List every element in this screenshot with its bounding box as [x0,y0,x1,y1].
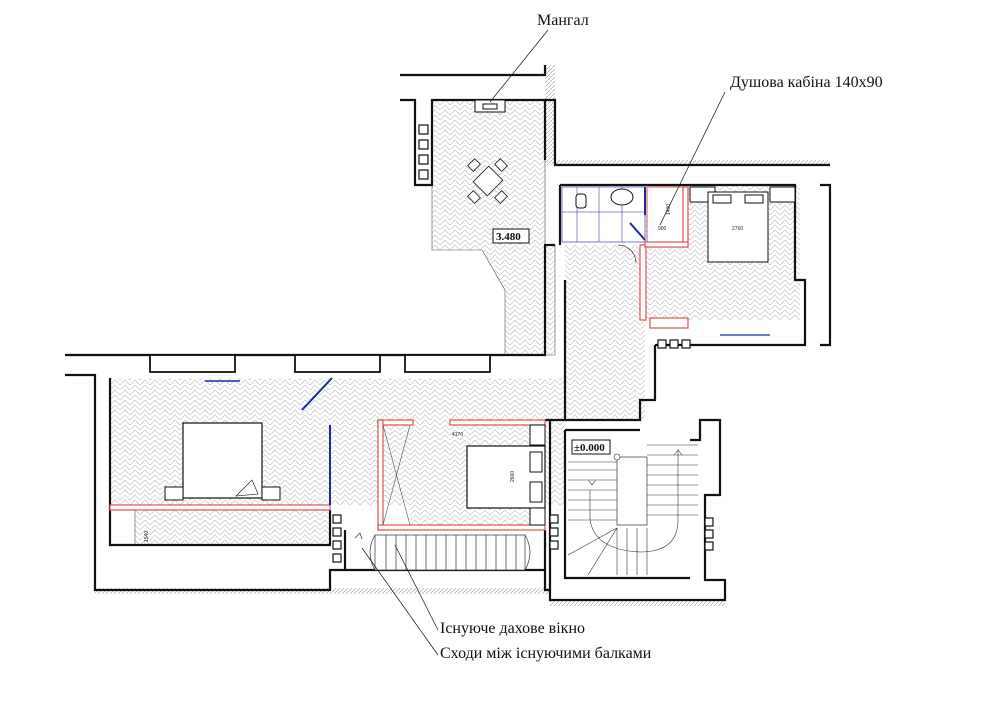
bathroom: 1400 900 [561,186,686,264]
door-swing [617,244,637,264]
level-stairwell-text: ±0.000 [574,442,605,454]
stairwell [567,439,698,576]
level-terrace-text: 3.480 [496,231,521,243]
leader-lines [361,29,726,656]
dim-shower-depth: 1400 [666,204,672,215]
shower-cabin [646,186,686,243]
dining-table [467,158,508,204]
sink-icon [610,188,634,206]
dim-bed-center: 2660 [510,471,516,482]
dim-shower-width: 900 [658,226,667,232]
dim-bedroom-right: 2760 [732,226,743,232]
annotation-bbq: Мангал [537,12,589,29]
stairs-between-beams [354,532,531,571]
bedroom-center: 4170 2660 [452,424,546,526]
bedroom-right: 2760 [649,186,796,336]
dim-left-room: 1540 [144,531,150,542]
annotation-stairs: Сходи між існуючими балками [440,645,652,662]
doors [205,377,333,505]
windows [149,124,714,563]
bedroom-left: 1540 [144,422,281,542]
level-mark-terrace: 3.480 [492,228,530,244]
new-partitions [109,186,689,531]
toilet-icon [575,193,587,209]
walls [65,65,832,602]
bbq-grill [474,99,506,113]
annotation-shower: Душова кабіна 140х90 [730,74,883,91]
dim-room-center: 4170 [452,432,463,438]
annotation-roof-window: Існуюче дахове вікно [440,620,585,637]
